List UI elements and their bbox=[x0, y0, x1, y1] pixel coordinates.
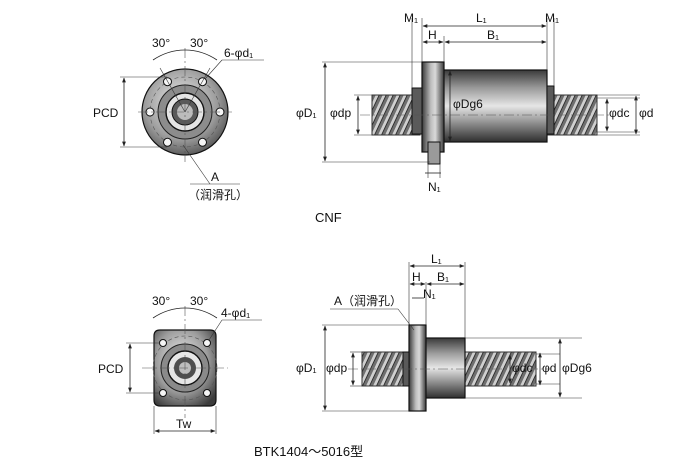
nut-body bbox=[424, 337, 466, 399]
angle-arc bbox=[152, 49, 218, 61]
mount-hole bbox=[159, 339, 167, 347]
mount-hole bbox=[163, 137, 172, 147]
top-side-view: L₁ M₁ M₁ H B₁ φD₁ φdp φDg6 φdc φd N₁ CNF bbox=[296, 11, 653, 225]
dp-label: φdp bbox=[330, 106, 351, 120]
mount-hole bbox=[198, 137, 207, 147]
lube-leader bbox=[182, 144, 211, 185]
holes-label: 4-φd₁ bbox=[221, 306, 250, 320]
angle-right-label: 30° bbox=[190, 36, 208, 50]
nut-flange bbox=[408, 324, 427, 412]
angle-arc bbox=[152, 307, 218, 319]
b1-label: B₁ bbox=[437, 270, 449, 284]
dg6-label: φDg6 bbox=[562, 361, 592, 375]
nut-seal-left bbox=[411, 87, 423, 135]
mount-hole bbox=[159, 389, 167, 397]
angle-left-label: 30° bbox=[152, 294, 170, 308]
bottom-front-view: 30° 30° 4-φd₁ PCD Tw bbox=[98, 294, 262, 434]
angle-right-label: 30° bbox=[190, 294, 208, 308]
holes-leader bbox=[204, 59, 223, 80]
pcd-label: PCD bbox=[93, 106, 119, 120]
l1-label: L₁ bbox=[476, 11, 487, 25]
top-front-view: 30° 30° 6-φd₁ PCD A （润滑孔） bbox=[93, 36, 264, 202]
lube-note: （润滑孔） bbox=[188, 188, 248, 202]
angle-left-label: 30° bbox=[152, 36, 170, 50]
top-caption: CNF bbox=[315, 210, 342, 225]
holes-leader bbox=[208, 319, 223, 341]
nut-seal-right bbox=[546, 85, 555, 135]
d1-label: φD₁ bbox=[296, 106, 317, 120]
nut-flange bbox=[421, 61, 445, 153]
lube-label: A bbox=[211, 170, 219, 184]
dc-label: φdc bbox=[609, 106, 629, 120]
h-label: H bbox=[412, 270, 421, 284]
pcd-label: PCD bbox=[98, 362, 124, 376]
h-label: H bbox=[428, 28, 437, 42]
bottom-side-view: L₁ H B₁ N₁ A（润滑孔） φD₁ φdp φdc φd φDg6 BT… bbox=[254, 252, 592, 459]
m1-left-label: M₁ bbox=[404, 11, 418, 25]
n1-label: N₁ bbox=[423, 287, 436, 301]
dp-label: φdp bbox=[326, 361, 347, 375]
d-label: φd bbox=[542, 361, 556, 375]
front-angle-line bbox=[184, 67, 211, 113]
front-angle-line bbox=[159, 67, 186, 113]
d-label: φd bbox=[639, 106, 653, 120]
b1-label: B₁ bbox=[487, 28, 499, 42]
mount-hole bbox=[203, 389, 211, 397]
tw-label: Tw bbox=[176, 417, 192, 431]
bottom-caption: BTK1404～5016型 bbox=[254, 444, 363, 459]
m1-right-label: M₁ bbox=[545, 11, 559, 25]
screw-shaft-right bbox=[546, 94, 598, 136]
l1-label: L₁ bbox=[431, 252, 442, 266]
lube-leader bbox=[397, 308, 415, 331]
d1-label: φD₁ bbox=[296, 361, 317, 375]
dg6-label: φDg6 bbox=[453, 97, 483, 111]
mount-hole bbox=[203, 339, 211, 347]
nut-body bbox=[442, 69, 548, 143]
dc-label: φdc bbox=[512, 361, 532, 375]
holes-label: 6-φd₁ bbox=[224, 46, 253, 60]
lube-label: A（润滑孔） bbox=[334, 294, 402, 308]
lube-port bbox=[427, 141, 441, 165]
n1-label: N₁ bbox=[428, 180, 441, 194]
